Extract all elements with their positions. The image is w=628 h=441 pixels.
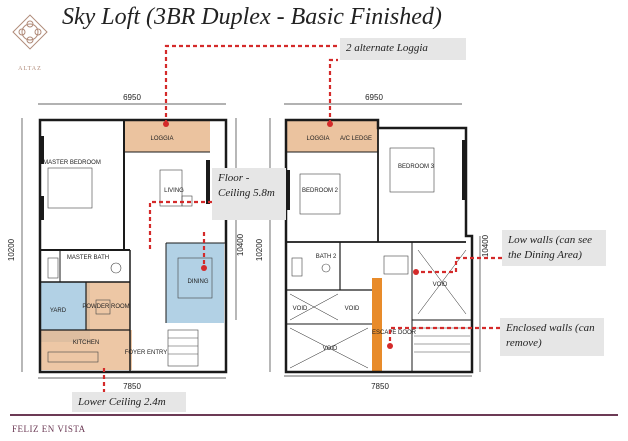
footer-text: FELIZ EN VISTA (12, 424, 86, 434)
right-label-bedroom2: BEDROOM 2 (302, 188, 339, 194)
left-label-yard: YARD (50, 308, 67, 314)
leader-floor-ceiling (148, 200, 212, 250)
right-label-ac-ledge: A/C LEDGE (340, 136, 372, 142)
footer-divider (10, 414, 618, 416)
callout-floor-ceiling: Floor - Ceiling 5.8m (212, 168, 286, 220)
right-label-void-left: VOID (293, 306, 308, 312)
leader-enclosed-walls (388, 326, 500, 346)
leader-loggia-left (164, 44, 340, 124)
left-dining-zone (166, 243, 224, 323)
page-title: Sky Loft (3BR Duplex - Basic Finished) (62, 4, 442, 30)
left-dim-top: 6950 (123, 93, 141, 102)
left-label-foyer: FOYER ENTRY (125, 350, 168, 356)
brand-name: ALTAZ (18, 66, 42, 72)
left-powder-zone (86, 282, 130, 330)
right-label-void-mid: VOID (345, 306, 360, 312)
left-dim-bottom: 7850 (123, 382, 141, 391)
right-label-loggia: LOGGIA (306, 136, 329, 142)
right-dim-right: 10400 (481, 234, 490, 257)
left-label-dining: DINING (188, 279, 209, 285)
leader-low-walls (416, 256, 502, 274)
plan-right: 6950 7850 10200 10400 (255, 93, 490, 391)
left-dim-left: 10200 (7, 238, 16, 261)
callout-leaders (102, 44, 502, 392)
right-dim-top: 6950 (365, 93, 383, 102)
left-dim-right: 10400 (236, 233, 245, 256)
right-escape-zone (372, 278, 382, 372)
left-label-master-bath: MASTER BATH (67, 255, 109, 261)
brand-logo: ALTAZ (10, 12, 50, 72)
right-label-escape-door: ESCAPE DOOR (372, 330, 417, 336)
plan-left: 6950 7850 10200 10400 (7, 93, 245, 391)
left-label-loggia: LOGGIA (150, 136, 173, 142)
right-dim-left: 10200 (255, 238, 264, 261)
right-label-void-bottom: VOID (323, 346, 338, 352)
left-label-kitchen: KITCHEN (73, 340, 99, 346)
left-label-living: LIVING (164, 188, 184, 194)
left-label-master-bedroom: MASTER BEDROOM (43, 160, 101, 166)
callout-enclosed-walls: Enclosed walls (can remove) (500, 318, 604, 356)
brand-emblem-icon (12, 14, 48, 50)
callout-lower-ceiling: Lower Ceiling 2.4m (72, 392, 186, 412)
right-label-bath2: BATH 2 (316, 254, 337, 260)
leader-loggia-right (328, 58, 338, 124)
callout-loggia: 2 alternate Loggia (340, 38, 466, 60)
leader-end-markers (163, 121, 419, 349)
left-label-powder-room: POWDER ROOM (82, 304, 129, 310)
right-label-void-right: VOID (433, 282, 448, 288)
right-label-bedroom3: BEDROOM 3 (398, 164, 435, 170)
left-kitchen-zone (40, 330, 132, 370)
callout-low-walls: Low walls (can see the Dining Area) (502, 230, 606, 266)
right-dim-bottom: 7850 (371, 382, 389, 391)
